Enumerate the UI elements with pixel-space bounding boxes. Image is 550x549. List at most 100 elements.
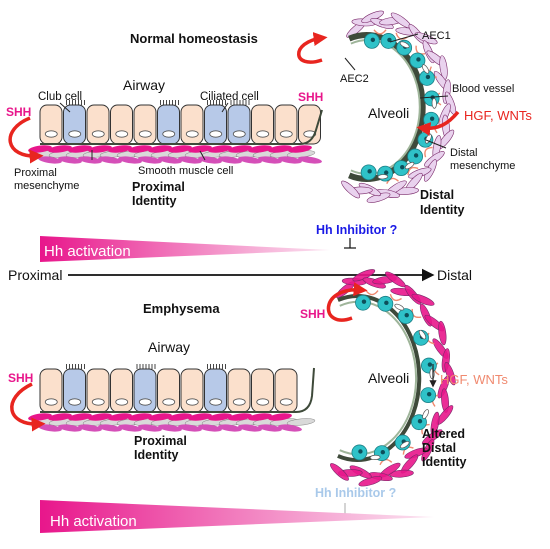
cilia <box>160 100 179 105</box>
blood-vessel <box>424 146 433 158</box>
aec1-nucleus <box>431 98 437 109</box>
mesenchyme-cell <box>268 413 292 421</box>
mesenchyme-cell <box>78 156 102 164</box>
distal-mesenchyme-cell <box>330 463 349 481</box>
mesenchyme-cell <box>138 156 162 164</box>
cell-nucleus <box>185 398 199 406</box>
basement-membrane-bottom <box>40 367 315 413</box>
mesenchyme-cell <box>208 145 232 153</box>
shh-left-label: SHH <box>6 105 31 119</box>
alveoli-label: Alveoli <box>368 105 409 121</box>
top-title: Normal homeostasis <box>130 31 258 46</box>
aec1-nucleus <box>418 329 427 340</box>
aec1-nucleus <box>421 64 430 74</box>
airway-epithelium-bottom <box>39 364 298 413</box>
ciliated-cell-label: Ciliated cell <box>200 91 259 103</box>
cell-nucleus <box>162 398 176 406</box>
cell-nucleus <box>91 398 105 406</box>
mesenchyme-cell <box>98 424 122 432</box>
mesenchyme-cell <box>248 145 272 153</box>
cell-nucleus <box>279 130 293 138</box>
mesenchyme-cell <box>88 413 112 421</box>
aec2-nucleus <box>429 116 435 121</box>
aec2-nucleus <box>383 170 389 175</box>
mesenchyme-cell <box>158 424 182 432</box>
shh-left-label-bottom: SHH <box>8 371 33 385</box>
mesenchyme-cell <box>258 156 282 164</box>
mesenchyme-cell <box>218 424 242 432</box>
mesenchyme-cell <box>238 424 262 432</box>
distal-mesenchyme-cell <box>411 293 435 306</box>
cell-nucleus <box>185 130 199 138</box>
club-cell <box>251 104 274 145</box>
mesenchyme-cell <box>138 424 162 432</box>
cell-nucleus <box>115 398 129 406</box>
mesenchyme-cell <box>58 156 82 164</box>
bottom-title: Emphysema <box>143 301 220 316</box>
mesenchyme-cell <box>98 156 122 164</box>
cell-nucleus <box>256 130 270 138</box>
aec1-nucleus <box>422 409 429 420</box>
aec1-nucleus <box>404 161 415 170</box>
aec2-nucleus <box>426 391 432 397</box>
cell-nucleus <box>68 130 82 138</box>
aec2-nucleus <box>427 362 433 367</box>
mesenchyme-cell <box>258 424 282 432</box>
mesenchyme-cell <box>148 145 172 153</box>
aec2-nucleus <box>404 312 409 318</box>
aec2-nucleus <box>413 153 419 158</box>
club-cell <box>274 104 298 145</box>
cilia <box>66 100 85 105</box>
mesenchyme-cell <box>148 413 172 421</box>
aec2-nucleus <box>384 300 389 306</box>
aec1-nucleus <box>394 303 405 311</box>
aec1-nucleus <box>400 441 410 449</box>
leader-lines <box>59 33 449 161</box>
mesenchyme-cell <box>68 413 92 421</box>
distal-mesenchyme-cell <box>444 362 456 386</box>
mesenchyme-cell <box>128 145 152 153</box>
cell-nucleus <box>44 130 58 138</box>
cell-nucleus <box>256 398 270 406</box>
cilia <box>207 364 226 369</box>
mesenchyme-cell <box>278 424 302 432</box>
mesenchyme-cell <box>298 156 322 164</box>
cilia <box>66 364 85 369</box>
club-cell <box>39 104 63 145</box>
blood-vessel <box>407 166 419 176</box>
ciliated-cell <box>227 104 251 145</box>
alveolus-normal <box>341 10 457 203</box>
alveoli-label-bottom: Alveoli <box>368 370 409 386</box>
cell-nucleus <box>68 398 82 406</box>
mesenchyme-cell <box>278 156 302 164</box>
mesenchyme-cell <box>218 156 242 164</box>
mesenchyme-cell <box>108 413 132 421</box>
distal-mesenchyme-cell <box>421 429 443 445</box>
aec1-layer <box>339 300 418 456</box>
mesenchyme-cell <box>158 156 182 164</box>
aec1-label: AEC1 <box>422 30 451 42</box>
mesenchyme-cell <box>88 145 112 153</box>
club-cell <box>86 104 110 145</box>
cell-nucleus <box>232 130 246 138</box>
mesenchyme-cell <box>238 156 262 164</box>
cell-nucleus <box>162 130 176 138</box>
axis-distal-label: Distal <box>437 267 472 283</box>
basement-membrane <box>40 109 323 145</box>
hh-inhibitor-label: Hh Inhibitor ? <box>316 223 397 237</box>
club-cell-label: Club cell <box>38 91 82 103</box>
airway-epithelium <box>39 100 321 145</box>
proximal-mesenchyme-band <box>28 145 322 164</box>
hgf-wnts-label-bottom: HGF, WNTs <box>440 372 508 387</box>
proximal-mesenchyme-band-bottom <box>28 413 316 432</box>
alveolus-emphysema <box>330 269 456 487</box>
hh-activation-label: Hh activation <box>44 243 131 260</box>
mesenchyme-cell <box>208 413 232 421</box>
aec2-label: AEC2 <box>340 73 369 85</box>
top-panel: Normal homeostasis Airway Club cell Cili… <box>6 10 532 262</box>
cell-nucleus <box>209 130 223 138</box>
